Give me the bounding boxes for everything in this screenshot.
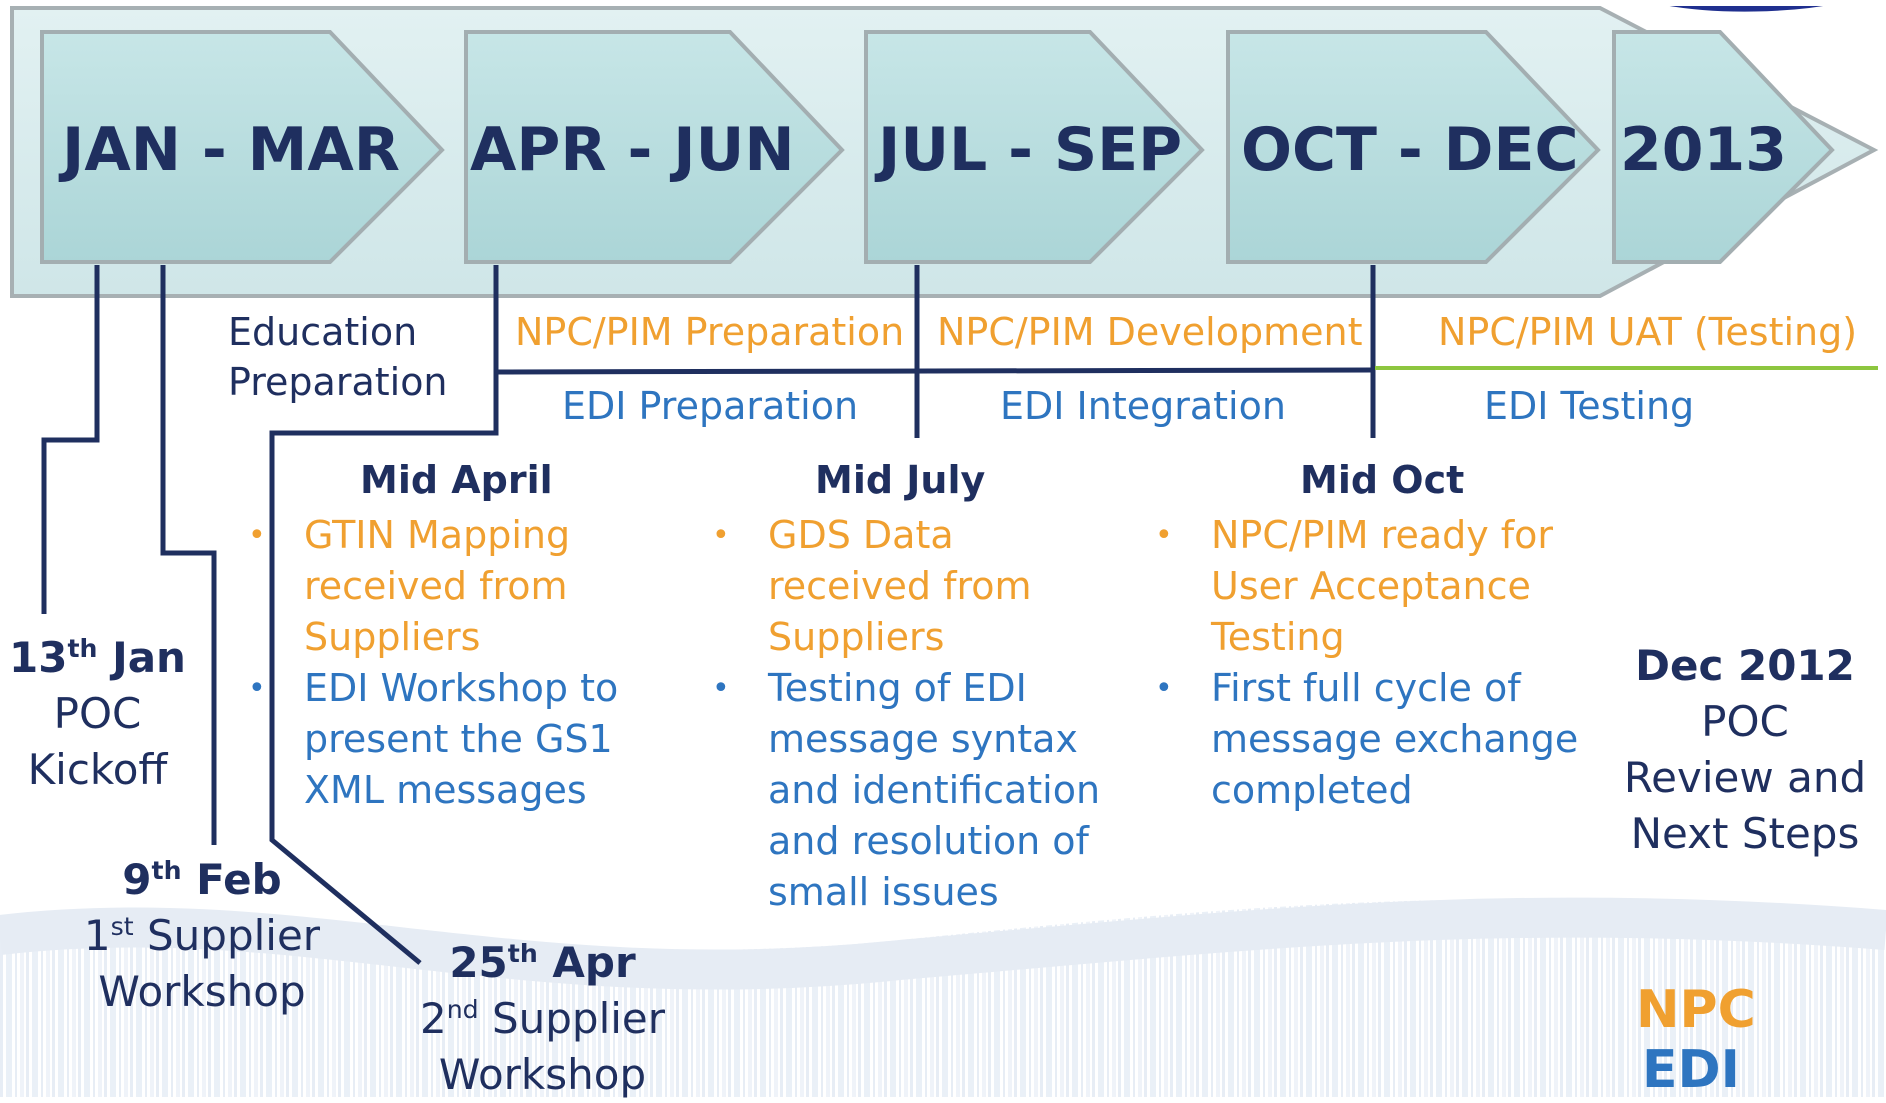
wave-band-decoration: [0, 897, 1886, 990]
phase-separator-line: [495, 367, 1374, 375]
event-month: Feb: [181, 855, 282, 904]
milestone-item-line: present the GS1: [304, 717, 613, 761]
chevron-oct-dec: [1226, 30, 1601, 264]
milestone-item-line: User Acceptance: [1211, 564, 1531, 608]
milestone-list-mid-april: • GTIN Mapping received from Suppliers •…: [248, 510, 618, 816]
event-jan13-title: 13th Jan: [0, 630, 195, 686]
event-dec2012: Dec 2012 POC Review and Next Steps: [1600, 638, 1886, 862]
milestone-item-line: NPC/PIM ready for: [1211, 513, 1554, 557]
milestone-heading-mid-oct: Mid Oct: [1300, 458, 1465, 502]
milestone-item: • Testing of EDI message syntax and iden…: [712, 663, 1100, 918]
milestone-item: • GTIN Mapping received from Suppliers: [248, 510, 618, 663]
milestone-item-line: and resolution of: [768, 819, 1089, 863]
event-line: POC: [1701, 697, 1789, 746]
period-label-jan-mar: JAN - MAR: [62, 115, 400, 185]
event-feb9: 9th Feb 1st Supplier Workshop: [72, 852, 332, 1020]
event-feb9-title: 9th Feb: [72, 852, 332, 908]
legend-edi: EDI: [1642, 1040, 1741, 1100]
milestone-heading-mid-july: Mid July: [815, 458, 986, 502]
event-day: 25: [449, 938, 508, 987]
connector-feb9: [160, 265, 217, 845]
ordinal-suffix: nd: [446, 995, 479, 1024]
event-apr25-title: 25th Apr: [410, 935, 675, 991]
period-label-apr-jun: APR - JUN: [470, 115, 795, 185]
event-line-text: Supplier: [478, 994, 666, 1043]
event-line: POC: [53, 689, 142, 738]
bullet-icon: •: [1155, 518, 1173, 553]
milestone-item-line: message syntax: [768, 717, 1078, 761]
period-label-jul-sep: JUL - SEP: [878, 115, 1183, 185]
milestone-item-line: Suppliers: [768, 615, 945, 659]
milestone-heading-mid-april: Mid April: [360, 458, 553, 502]
milestone-item-line: Testing: [1211, 615, 1345, 659]
milestone-item: • NPC/PIM ready for User Acceptance Test…: [1155, 510, 1578, 663]
connector-lines: [41, 265, 1376, 965]
milestone-item-line: First full cycle of: [1211, 666, 1521, 710]
bullet-icon: •: [248, 518, 266, 553]
chevron-jul-sep: [864, 30, 1205, 264]
milestone-item-line: EDI Workshop to: [304, 666, 619, 710]
ordinal-number: 2: [419, 994, 447, 1043]
phase-education-line2: Preparation: [228, 360, 448, 404]
ordinal-number: 1: [83, 911, 111, 960]
milestone-item-line: Testing of EDI: [768, 666, 1027, 710]
milestone-item-line: GTIN Mapping: [304, 513, 571, 557]
ordinal-suffix: st: [110, 912, 134, 941]
milestone-item-line: completed: [1211, 768, 1413, 812]
event-month: Apr: [537, 938, 636, 987]
chevron-2013: [1612, 30, 1835, 264]
milestone-item-line: and identification: [768, 768, 1101, 812]
legend-npc: NPC: [1636, 980, 1756, 1040]
event-line: Next Steps: [1630, 809, 1860, 858]
bullet-icon: •: [248, 671, 266, 706]
phase-npc-preparation: NPC/PIM Preparation: [515, 310, 905, 354]
milestone-item-line: message exchange: [1211, 717, 1579, 761]
event-day-suffix: th: [67, 634, 98, 663]
event-jan13: 13th Jan POC Kickoff: [0, 630, 195, 798]
phase-edi-testing: EDI Testing: [1484, 384, 1695, 428]
event-month: Jan: [97, 633, 186, 682]
top-right-mask: [1600, 0, 1886, 6]
phase-education-line1: Education: [228, 310, 418, 354]
period-chevrons: [40, 30, 1835, 264]
period-label-2013: 2013: [1620, 115, 1787, 185]
milestone-list-mid-july: • GDS Data received from Suppliers • Tes…: [712, 510, 1100, 918]
event-day-suffix: th: [151, 856, 182, 885]
event-line: Workshop: [98, 967, 306, 1016]
event-day-suffix: th: [507, 939, 538, 968]
connector-jan13: [41, 265, 100, 614]
milestone-item: • GDS Data received from Suppliers: [712, 510, 1100, 663]
bullet-icon: •: [1155, 671, 1173, 706]
event-day: 13: [9, 633, 68, 682]
phase-npc-development: NPC/PIM Development: [937, 310, 1363, 354]
milestone-item: • First full cycle of message exchange c…: [1155, 663, 1578, 816]
milestone-item-line: received from: [768, 564, 1032, 608]
connector-apr25: [269, 265, 499, 965]
milestone-list-mid-oct: • NPC/PIM ready for User Acceptance Test…: [1155, 510, 1578, 816]
milestone-item: • EDI Workshop to present the GS1 XML me…: [248, 663, 618, 816]
period-label-oct-dec: OCT - DEC: [1241, 115, 1579, 185]
milestone-item-line: received from: [304, 564, 568, 608]
event-line: Review and: [1623, 753, 1867, 802]
chevron-jan-mar: [40, 30, 445, 264]
phase-edi-preparation: EDI Preparation: [562, 384, 859, 428]
event-line: 1st Supplier: [72, 908, 332, 964]
event-line: Workshop: [438, 1050, 647, 1099]
milestone-item-line: XML messages: [304, 768, 587, 812]
milestone-item-line: GDS Data: [768, 513, 954, 557]
milestone-item-line: Suppliers: [304, 615, 481, 659]
event-dec2012-title: Dec 2012: [1635, 641, 1855, 690]
phase-npc-uat: NPC/PIM UAT (Testing): [1438, 310, 1858, 354]
bullet-icon: •: [712, 671, 730, 706]
bullet-icon: •: [712, 518, 730, 553]
event-day: 9: [122, 855, 152, 904]
event-line: Kickoff: [27, 745, 168, 794]
event-line: 2nd Supplier: [410, 991, 675, 1047]
event-apr25: 25th Apr 2nd Supplier Workshop: [410, 935, 675, 1103]
milestone-item-line: small issues: [768, 870, 999, 914]
phase-edi-integration: EDI Integration: [1000, 384, 1286, 428]
event-line-text: Supplier: [133, 911, 321, 960]
chevron-apr-jun: [464, 30, 845, 264]
